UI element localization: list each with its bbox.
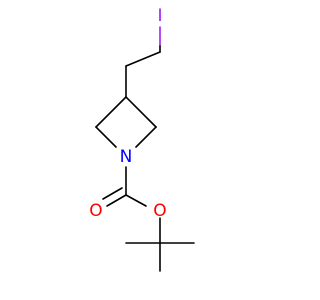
bond-carbonyl-o-double-b (102, 187, 123, 200)
atom-oxygen-ester: O (153, 201, 166, 221)
molecule-structure: I N O O (0, 0, 300, 300)
bond-carbonyl-o-double-a (106, 194, 127, 207)
atom-nitrogen: N (120, 147, 133, 167)
bond-c4-n (135, 126, 157, 148)
bond-c3-c4 (125, 96, 157, 128)
bond-carbonyl-o-single (125, 194, 147, 207)
atom-iodine: I (157, 6, 162, 26)
bonds (95, 26, 195, 272)
bond-ch2-ch2 (125, 51, 161, 67)
bond-c3-c2 (95, 96, 127, 128)
background (0, 0, 300, 300)
atom-oxygen-carbonyl: O (89, 201, 102, 221)
atom-labels: I N O O (89, 6, 166, 221)
bond-c2-n (95, 126, 117, 148)
